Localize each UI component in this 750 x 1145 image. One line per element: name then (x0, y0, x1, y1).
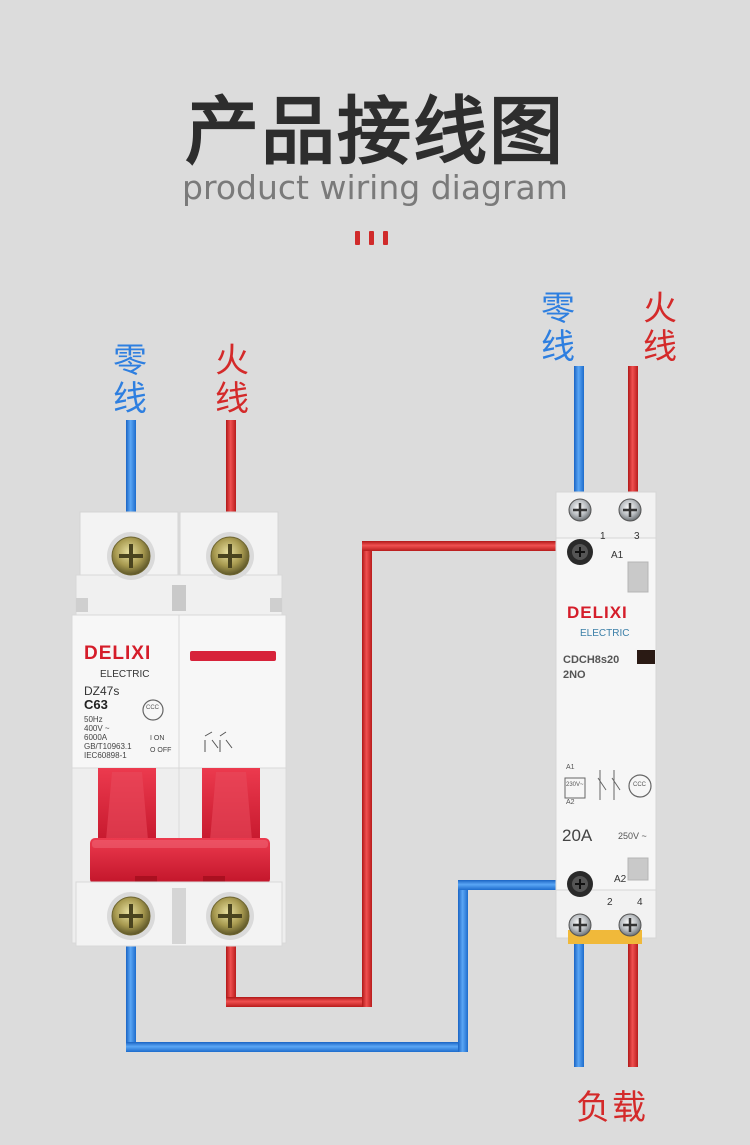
live-wire-in-right (628, 366, 638, 496)
contactor-cert-mark: CCC (633, 782, 646, 788)
neutral-wire-in-left (126, 420, 136, 520)
live-label-left: 火线 (215, 341, 249, 419)
contactor-config: 2NO (563, 669, 586, 681)
neutral-wire-in-right (574, 366, 584, 496)
page-title: 产品接线图 (185, 89, 565, 175)
page-subtitle: product wiring diagram (182, 168, 568, 207)
neutral-wire-to-a2 (458, 880, 562, 890)
neutral-label-right: 零线 (541, 289, 575, 367)
contactor-brand: DELIXI (567, 603, 628, 622)
contactor-schematic-a1: A1 (566, 764, 575, 771)
contactor-schematic-a2: A2 (566, 799, 575, 806)
breaker-brand-sub: ELECTRIC (100, 669, 150, 680)
contactor-terminal-2: 2 (607, 897, 613, 908)
neutral-label-left: 零线 (113, 341, 147, 419)
contactor-terminal-4: 4 (637, 897, 643, 908)
breaker-cert-mark: CCC (146, 705, 159, 711)
breaker-on-off: I ON O OFF (150, 735, 172, 754)
neutral-wire-load (574, 935, 584, 1067)
contactor (555, 491, 657, 944)
contactor-terminal-1: 1 (600, 531, 606, 542)
contactor-brand-sub: ELECTRIC (580, 628, 630, 639)
live-label-right: 火线 (643, 289, 677, 367)
breaker-specs: 50Hz 400V ~ 6000A GB/T10963.1 IEC60898-1 (84, 715, 132, 760)
breaker-rating: C63 (84, 697, 108, 712)
live-wire-to-a1 (362, 541, 562, 551)
contactor-coil-voltage: 230V~ (566, 782, 584, 788)
circuit-breaker (71, 511, 287, 947)
live-wire-load (628, 935, 638, 1067)
contactor-terminal-3: 3 (634, 531, 640, 542)
breaker-brand: DELIXI (84, 643, 152, 664)
contactor-model: CDCH8s20 (563, 654, 620, 666)
load-label: 负载 (576, 1088, 648, 1128)
contactor-current: 20A (562, 826, 593, 845)
contactor-a2-label: A2 (614, 874, 627, 885)
breaker-model: DZ47s (84, 684, 120, 698)
title-divider (355, 231, 397, 250)
contactor-a1-label: A1 (611, 550, 624, 561)
live-wire-in-left (226, 420, 236, 520)
contactor-voltage: 250V ~ (618, 831, 647, 841)
